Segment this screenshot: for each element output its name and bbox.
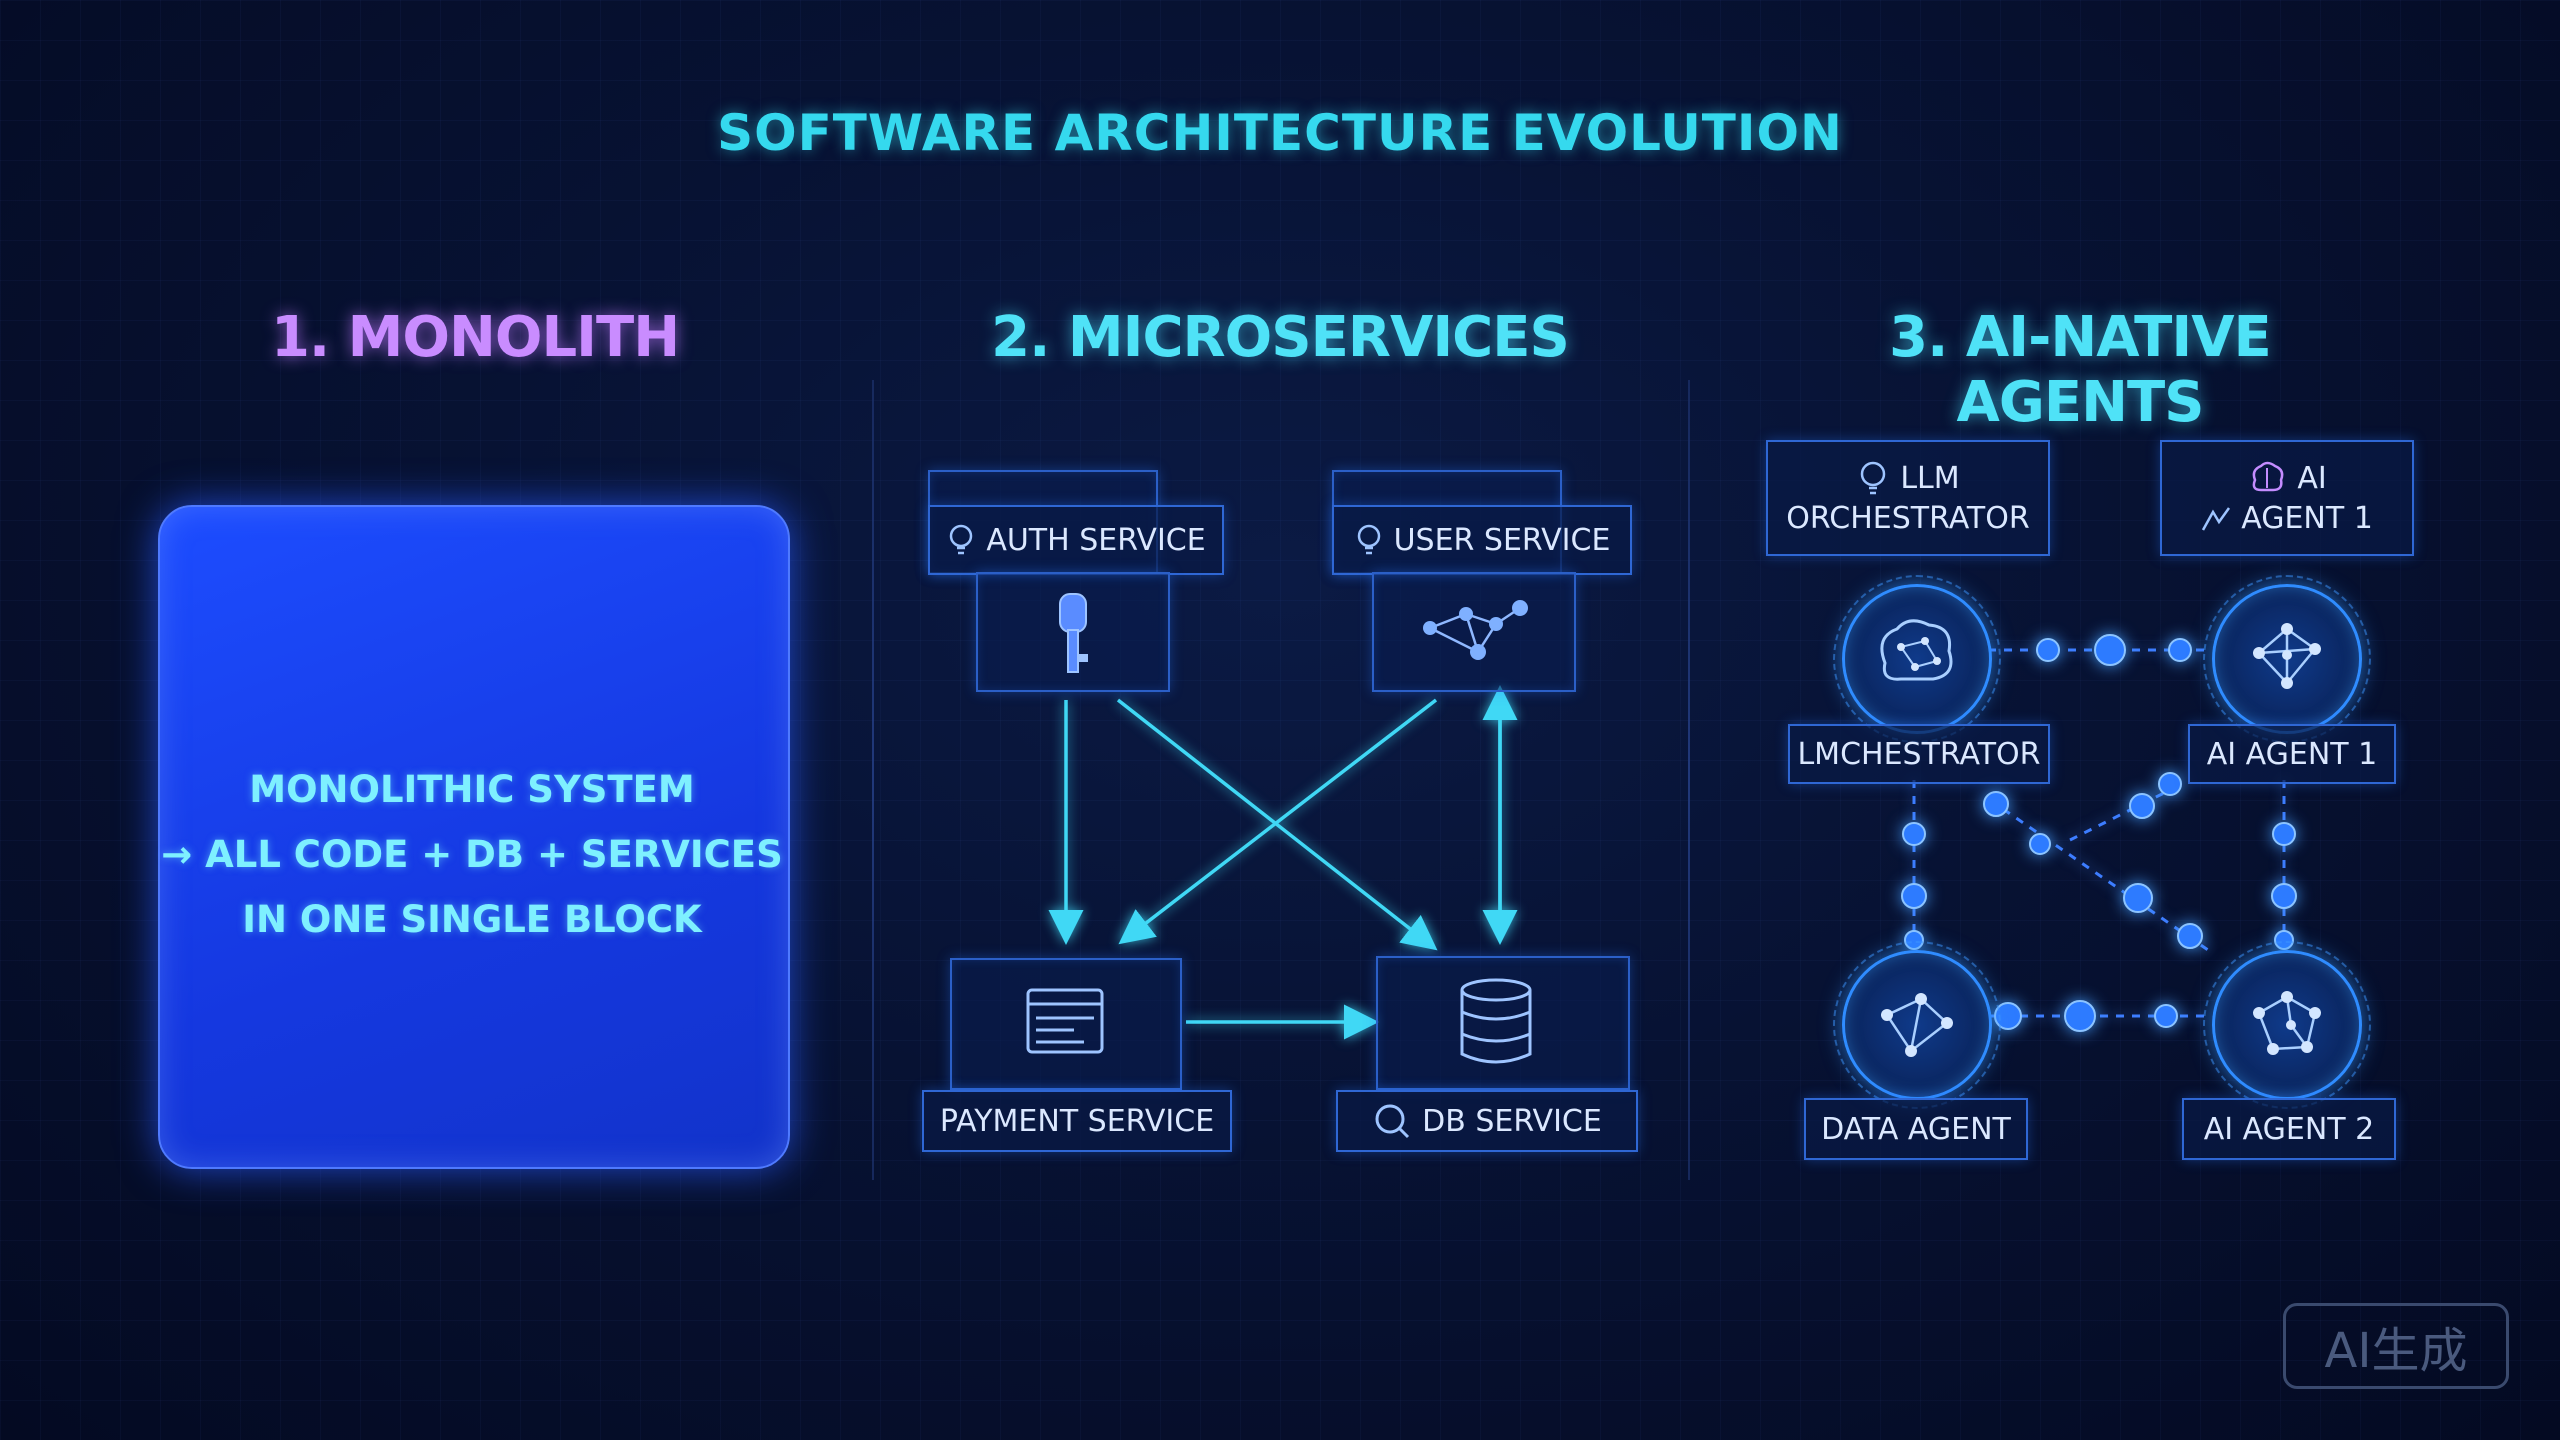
payment-service-text: PAYMENT SERVICE xyxy=(939,1103,1215,1139)
network-icon xyxy=(2253,623,2321,689)
data-agent-label-text: DATA AGENT xyxy=(1821,1111,2011,1147)
orchestrator-node xyxy=(1833,575,2001,743)
data-agent-label: DATA AGENT xyxy=(1804,1098,2028,1160)
agent2-node xyxy=(2203,941,2371,1109)
lightbulb-icon xyxy=(1357,524,1380,555)
db-service-text: DB SERVICE xyxy=(1422,1103,1602,1139)
lightbulb-icon xyxy=(950,524,973,555)
monolith-text-line-3: IN ONE SINGLE BLOCK xyxy=(242,898,702,941)
llm-orchestrator-box: LLM ORCHESTRATOR xyxy=(1766,440,2050,556)
monolith-text-line-1: MONOLITHIC SYSTEM xyxy=(249,768,695,811)
brain-network-icon xyxy=(1880,619,1953,681)
ai-agent-top-line-2: AGENT 1 xyxy=(2241,500,2373,536)
lightbulb-icon xyxy=(1861,461,1886,494)
agent2-label: AI AGENT 2 xyxy=(2182,1098,2396,1160)
agent1-label: AI AGENT 1 xyxy=(2188,724,2396,784)
divider-right xyxy=(1688,380,1690,1180)
data-agent-node xyxy=(1833,941,2001,1109)
user-service-text: USER SERVICE xyxy=(1393,522,1611,558)
key-icon xyxy=(1059,593,1088,673)
network-icon xyxy=(2253,991,2321,1055)
agent1-node xyxy=(2203,575,2371,743)
brain-icon xyxy=(2252,461,2284,491)
llm-orchestrator-line-2: ORCHESTRATOR xyxy=(1786,500,2030,536)
auth-service-text: AUTH SERVICE xyxy=(986,522,1206,558)
section-title-ai-agents: 3. AI-NATIVE AGENTS xyxy=(1889,305,2272,435)
monolith-text-line-2: → ALL CODE + DB + SERVICES xyxy=(161,833,783,876)
credit-card-icon xyxy=(1026,988,1104,1054)
user-service-label: USER SERVICE xyxy=(1332,505,1632,575)
orchestrator-label-text: LMCHESTRATOR xyxy=(1797,736,2041,772)
page-title: SOFTWARE ARCHITECTURE EVOLUTION xyxy=(717,104,1843,162)
ai-generated-watermark: AI生成 xyxy=(2283,1303,2509,1389)
db-service-icon-box xyxy=(1376,956,1630,1090)
link-data-agent1 xyxy=(2069,788,2171,842)
auth-service-icon-box xyxy=(976,572,1170,692)
ai-agent-top-box: AI AGENT 1 xyxy=(2160,440,2414,556)
search-icon xyxy=(1375,1104,1410,1139)
db-service-label: DB SERVICE xyxy=(1336,1090,1638,1152)
auth-service-label: AUTH SERVICE xyxy=(928,505,1224,575)
section-title-microservices: 2. MICROSERVICES xyxy=(991,305,1570,370)
link-orchestrator-agent2 xyxy=(1989,798,2209,952)
database-icon xyxy=(1460,978,1532,1064)
network-icon xyxy=(1881,993,1953,1057)
monolith-block xyxy=(158,505,790,1169)
llm-orchestrator-line-1: LLM xyxy=(1900,460,1960,496)
agent2-label-text: AI AGENT 2 xyxy=(2203,1111,2375,1147)
orchestrator-label: LMCHESTRATOR xyxy=(1788,724,2050,784)
section-title-monolith: 1. MONOLITH xyxy=(270,305,680,370)
payment-service-label: PAYMENT SERVICE xyxy=(922,1090,1232,1152)
ai-agent-top-line-1: AI xyxy=(2297,460,2327,496)
divider-left xyxy=(872,380,874,1180)
payment-service-icon-box xyxy=(950,958,1182,1090)
graph-icon xyxy=(2202,507,2231,531)
user-service-icon-box xyxy=(1372,572,1576,692)
arrow-user-to-payment xyxy=(1118,698,1438,945)
network-icon xyxy=(1423,600,1528,660)
agent1-label-text: AI AGENT 1 xyxy=(2206,736,2378,772)
